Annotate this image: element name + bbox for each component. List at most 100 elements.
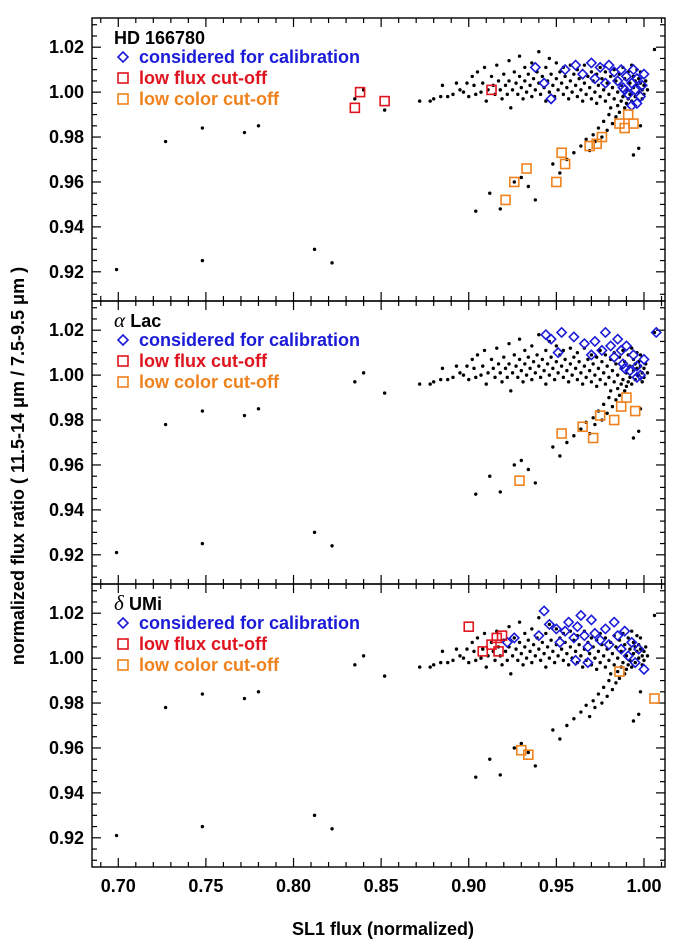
legend-low-flux-label: low flux cut-off	[139, 68, 268, 88]
considered-marker	[608, 351, 620, 363]
data-point	[644, 645, 648, 649]
data-point	[540, 640, 545, 645]
data-point	[530, 94, 534, 99]
data-point	[467, 377, 471, 382]
data-point	[607, 112, 611, 117]
data-point	[526, 184, 531, 189]
data-point	[519, 741, 524, 746]
data-point	[544, 65, 548, 70]
data-point	[586, 357, 590, 362]
low-color-marker	[523, 749, 534, 760]
data-point	[479, 656, 483, 660]
data-point	[610, 368, 615, 373]
data-point	[256, 407, 261, 411]
data-point	[509, 106, 513, 110]
considered-marker	[582, 656, 594, 669]
data-point	[615, 669, 620, 674]
data-point	[475, 636, 480, 640]
considered-marker	[582, 641, 594, 653]
data-point	[470, 357, 474, 362]
data-point	[603, 382, 608, 386]
legend-low-color-symbol	[117, 93, 129, 105]
data-point	[523, 79, 527, 83]
y-tick-label: 1.00	[49, 82, 84, 102]
data-point	[479, 90, 483, 94]
data-point	[621, 94, 625, 99]
data-point	[552, 660, 557, 665]
data-point	[637, 146, 641, 150]
data-point	[610, 121, 615, 126]
data-point	[526, 467, 531, 472]
data-point	[573, 649, 578, 654]
data-point	[605, 128, 609, 133]
data-point	[577, 76, 581, 81]
data-point	[596, 692, 601, 696]
data-point	[507, 362, 511, 366]
data-point	[312, 813, 317, 818]
data-point	[523, 65, 527, 70]
data-point	[519, 651, 524, 656]
data-point	[481, 81, 485, 85]
data-point	[559, 81, 564, 85]
legend-low-flux-symbol	[117, 355, 129, 367]
data-point	[242, 696, 247, 701]
data-point	[114, 550, 119, 555]
x-tick-label: 0.95	[539, 876, 574, 896]
data-point	[163, 422, 168, 427]
data-point	[516, 658, 520, 663]
data-point	[382, 108, 387, 112]
data-point	[484, 665, 488, 669]
data-point	[517, 54, 522, 58]
data-point	[489, 74, 494, 79]
considered-marker	[603, 638, 615, 651]
data-point	[591, 699, 595, 703]
data-point	[509, 672, 513, 676]
data-point	[605, 364, 609, 368]
data-point	[417, 665, 422, 669]
data-point	[312, 247, 317, 252]
data-point	[498, 371, 502, 375]
data-point	[624, 667, 629, 672]
data-point	[637, 656, 641, 660]
data-point	[544, 665, 548, 669]
data-point	[603, 636, 608, 640]
data-point	[565, 723, 569, 728]
data-point	[523, 645, 527, 649]
data-point	[200, 824, 205, 829]
data-point	[598, 660, 602, 665]
data-point	[558, 70, 562, 74]
data-point	[556, 88, 560, 92]
data-point	[652, 330, 657, 335]
data-point	[559, 364, 564, 368]
data-point	[589, 70, 594, 74]
data-point	[628, 92, 632, 97]
considered-marker	[636, 79, 648, 92]
data-point	[353, 663, 357, 667]
data-point	[512, 746, 517, 750]
data-point	[537, 647, 541, 651]
considered-marker	[569, 59, 582, 71]
data-point	[530, 377, 534, 382]
data-point	[519, 368, 524, 373]
data-point	[428, 99, 432, 103]
data-point	[510, 654, 515, 658]
considered-marker	[629, 84, 641, 96]
data-point	[626, 663, 630, 667]
data-point	[533, 88, 538, 92]
data-point	[551, 728, 555, 732]
data-point	[512, 180, 517, 184]
low-color-marker	[628, 118, 639, 129]
data-point	[465, 647, 469, 651]
data-point	[607, 658, 611, 663]
data-point	[591, 362, 595, 366]
data-point	[644, 79, 648, 83]
data-point	[584, 137, 588, 141]
considered-marker	[508, 632, 521, 644]
considered-marker	[568, 632, 580, 644]
data-point	[493, 658, 497, 663]
low-color-marker	[584, 140, 595, 152]
considered-marker	[599, 77, 612, 89]
data-point	[554, 627, 559, 631]
